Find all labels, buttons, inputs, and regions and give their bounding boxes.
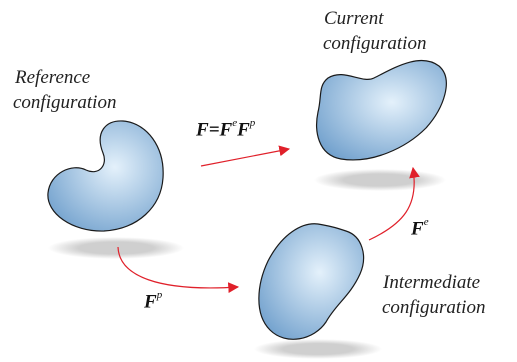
reference-shadow bbox=[48, 237, 184, 259]
plastic-deformation-arrow bbox=[117, 246, 240, 293]
elastic-deformation-gradient-label: Fe bbox=[411, 216, 429, 240]
elastic-map-sup: e bbox=[423, 216, 429, 228]
intermediate-label-line2: configuration bbox=[382, 297, 486, 318]
elastic-deformation-arrow bbox=[368, 166, 420, 241]
total-map-equals: = bbox=[208, 119, 220, 141]
intermediate-shadow bbox=[254, 339, 382, 359]
current-body bbox=[316, 60, 447, 161]
reference-configuration-label: Reference configuration bbox=[13, 65, 116, 115]
current-shadow bbox=[314, 169, 446, 191]
intermediate-body bbox=[258, 223, 365, 340]
elastic-map-base: F bbox=[411, 218, 424, 240]
reference-label-line1: Reference bbox=[15, 67, 91, 88]
total-deformation-gradient-label: F=FeFp bbox=[196, 117, 256, 141]
total-map-lhs: F bbox=[196, 119, 209, 141]
current-label-line2: configuration bbox=[323, 33, 427, 54]
reference-body bbox=[47, 120, 164, 232]
plastic-map-sup: p bbox=[156, 289, 163, 301]
total-map-fe-base: F bbox=[219, 119, 233, 141]
total-map-fe-sup: e bbox=[232, 117, 238, 129]
plastic-deformation-gradient-label: Fp bbox=[144, 289, 163, 313]
total-map-fp-sup: p bbox=[249, 117, 256, 129]
intermediate-label-line1: Intermediate bbox=[383, 272, 481, 293]
current-configuration-label: Current configuration bbox=[323, 6, 426, 56]
plastic-map-base: F bbox=[144, 291, 157, 313]
total-map-fp-base: F bbox=[237, 119, 250, 141]
reference-label-line2: configuration bbox=[13, 92, 117, 113]
intermediate-configuration-label: Intermediate configuration bbox=[382, 270, 486, 320]
current-label-line1: Current bbox=[324, 8, 384, 29]
total-deformation-arrow bbox=[200, 145, 291, 167]
